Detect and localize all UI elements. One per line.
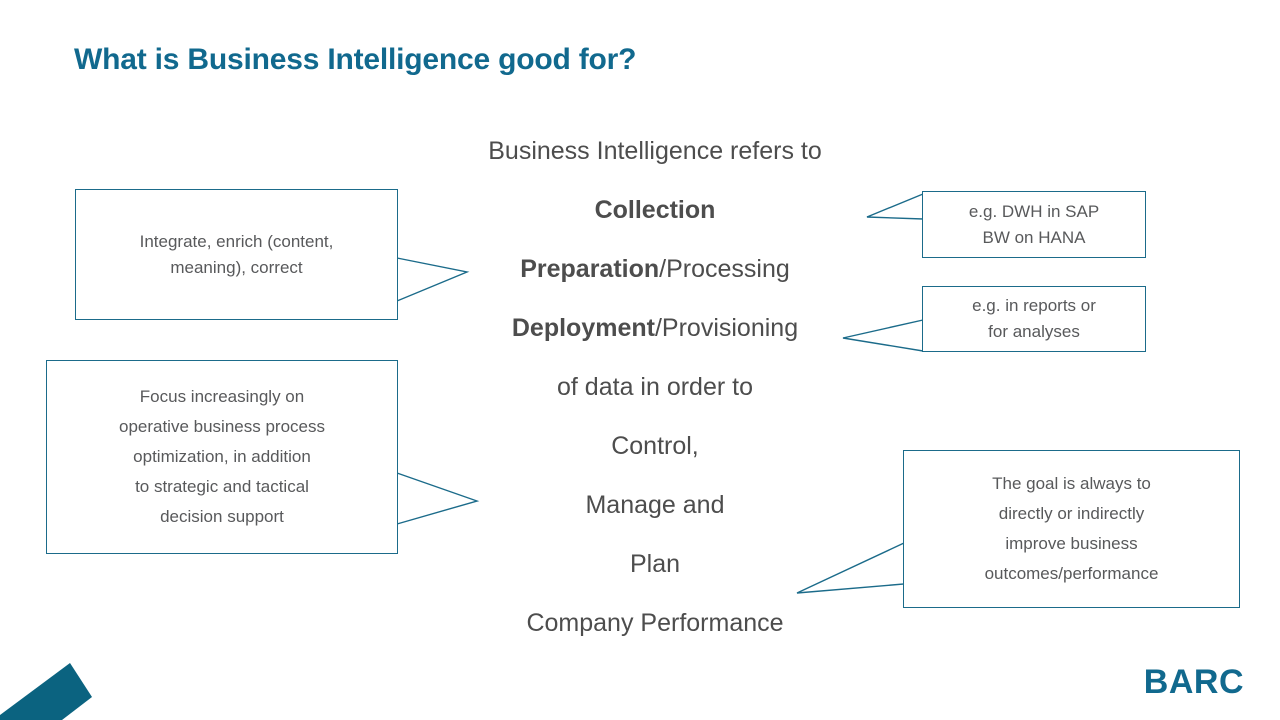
corner-wedge-decoration — [0, 663, 92, 720]
center-line-intro: Business Intelligence refers to — [488, 137, 822, 165]
callout-reports-text: e.g. in reports or for analyses — [972, 296, 1096, 341]
callout-goal: The goal is always to directly or indire… — [903, 450, 1240, 608]
callout-focus: Focus increasingly on operative business… — [46, 360, 398, 554]
center-line-company-performance: Company Performance — [526, 609, 784, 637]
center-deployment-rest: /Provisioning — [654, 314, 799, 342]
center-preparation-bold: Preparation — [520, 255, 660, 283]
callout-dwh-text: e.g. DWH in SAP BW on HANA — [968, 201, 1100, 247]
wedge-shape — [0, 663, 92, 720]
center-line-collection: Collection — [410, 181, 900, 240]
callout-dwh-example: e.g. DWH in SAP BW on HANA — [922, 191, 1146, 258]
center-collection-bold: Collection — [594, 196, 716, 224]
center-deployment-bold: Deployment — [511, 314, 655, 342]
center-preparation-rest: /Processing — [659, 255, 790, 283]
callout-goal-text: The goal is always to directly or indire… — [984, 474, 1159, 583]
center-line-of-data: of data in order to — [557, 373, 753, 401]
center-line-control: Control, — [611, 432, 699, 460]
page-title: What is Business Intelligence good for? — [74, 43, 637, 76]
callout-integrate: Integrate, enrich (content, meaning), co… — [75, 189, 398, 320]
central-definition-text: Business Intelligence refers to Collecti… — [410, 122, 900, 653]
barc-logo: BARC — [1143, 663, 1244, 701]
callout-focus-text: Focus increasingly on operative business… — [118, 387, 325, 526]
callout-integrate-text: Integrate, enrich (content, meaning), co… — [139, 231, 334, 277]
center-line-deployment: Deployment/Provisioning — [410, 299, 900, 358]
callout-reports-example: e.g. in reports or for analyses — [922, 286, 1146, 352]
center-line-preparation: Preparation/Processing — [410, 240, 900, 299]
center-line-manage: Manage and — [585, 491, 725, 519]
center-line-plan: Plan — [629, 550, 681, 578]
